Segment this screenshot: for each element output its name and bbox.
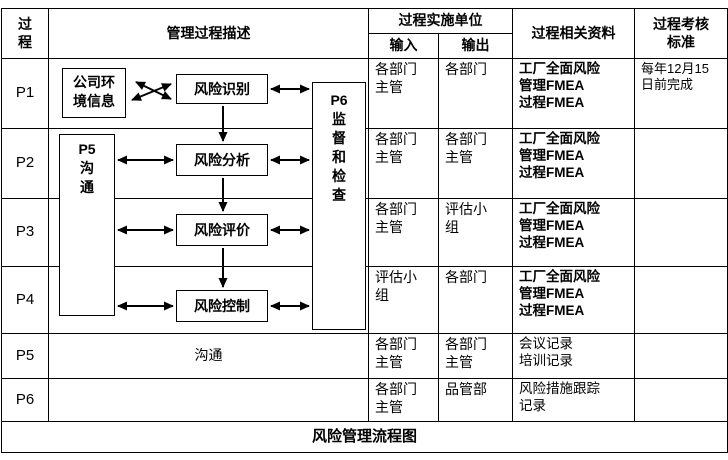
description-cell — [48, 128, 369, 199]
header-description: 管理过程描述 — [48, 8, 369, 59]
table-row-p2: P2 各部门 主管 各部门 主管 工厂全面风险 管理FMEA 过程FMEA — [1, 128, 728, 199]
table-row-p5: P5 沟通 各部门 主管 各部门 主管 会议记录 培训记录 — [1, 333, 728, 379]
description-cell — [48, 266, 369, 334]
input-cell: 各部门 主管 — [368, 198, 439, 267]
standard-cell — [634, 378, 728, 422]
process-id: P5 — [1, 333, 49, 379]
description-cell — [48, 378, 369, 422]
table-row-p3: P3 各部门 主管 评估小 组 工厂全面风险 管理FMEA 过程FMEA — [1, 198, 728, 267]
standard-cell — [634, 198, 728, 267]
header-standard: 过程考核 标准 — [634, 8, 728, 59]
output-cell: 各部门 主管 — [438, 128, 513, 199]
materials-cell: 工厂全面风险 管理FMEA 过程FMEA — [512, 58, 635, 129]
page-title: 风险管理流程图 — [1, 421, 728, 453]
input-cell: 各部门 主管 — [368, 58, 439, 129]
process-id: P2 — [1, 128, 49, 199]
materials-cell: 风险措施跟踪 记录 — [512, 378, 635, 422]
process-id: P4 — [1, 266, 49, 334]
table-row-p6: P6 各部门 主管 品管部 风险措施跟踪 记录 — [1, 378, 728, 422]
header-process: 过 程 — [1, 8, 49, 59]
description-cell — [48, 58, 369, 129]
process-id: P3 — [1, 198, 49, 267]
materials-cell: 工厂全面风险 管理FMEA 过程FMEA — [512, 198, 635, 267]
description-cell — [48, 198, 369, 267]
input-cell: 各部门 主管 — [368, 128, 439, 199]
header-row-1: 过 程 管理过程描述 过程实施单位 过程相关资料 过程考核 标准 — [1, 8, 728, 59]
description-cell: 沟通 — [48, 333, 369, 379]
input-cell: 各部门 主管 — [368, 333, 439, 379]
header-materials: 过程相关资料 — [512, 8, 635, 59]
process-table: 过 程 管理过程描述 过程实施单位 过程相关资料 过程考核 标准 输入 输出 P… — [1, 8, 728, 453]
input-cell: 评估小 组 — [368, 266, 439, 334]
output-cell: 各部门 — [438, 58, 513, 129]
output-cell: 各部门 主管 — [438, 333, 513, 379]
output-cell: 评估小 组 — [438, 198, 513, 267]
table-title-row: 风险管理流程图 — [1, 421, 728, 453]
standard-cell — [634, 266, 728, 334]
standard-cell — [634, 128, 728, 199]
materials-cell: 工厂全面风险 管理FMEA 过程FMEA — [512, 128, 635, 199]
output-cell: 各部门 — [438, 266, 513, 334]
header-output: 输出 — [438, 33, 513, 59]
process-id: P1 — [1, 58, 49, 129]
standard-cell — [634, 333, 728, 379]
header-implementation-unit: 过程实施单位 — [368, 8, 513, 34]
materials-cell: 工厂全面风险 管理FMEA 过程FMEA — [512, 266, 635, 334]
table-row-p1: P1 各部门 主管 各部门 工厂全面风险 管理FMEA 过程FMEA 每年12月… — [1, 58, 728, 129]
header-input: 输入 — [368, 33, 439, 59]
output-cell: 品管部 — [438, 378, 513, 422]
standard-cell: 每年12月15 日前完成 — [634, 58, 728, 129]
table-row-p4: P4 评估小 组 各部门 工厂全面风险 管理FMEA 过程FMEA — [1, 266, 728, 334]
input-cell: 各部门 主管 — [368, 378, 439, 422]
process-id: P6 — [1, 378, 49, 422]
header-row-2: 输入 输出 — [2, 33, 728, 59]
materials-cell: 会议记录 培训记录 — [512, 333, 635, 379]
